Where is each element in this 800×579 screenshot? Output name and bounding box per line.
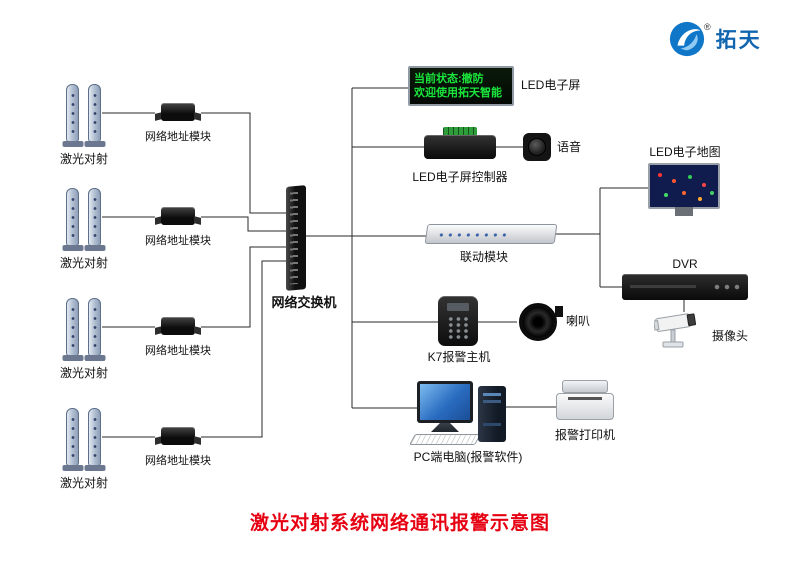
laser-label: 激光对射	[59, 152, 108, 166]
monitor-screen	[420, 384, 470, 420]
paper-slot	[568, 397, 602, 400]
led-map-label: LED电子地图	[649, 145, 721, 159]
controller-body	[424, 135, 496, 159]
network-module-icon	[155, 100, 201, 126]
led-map-device	[648, 163, 720, 209]
diagram-title: 激光对射系统网络通讯报警示意图	[249, 513, 550, 534]
laser-tower-pair-icon	[64, 298, 104, 362]
laser-label: 激光对射	[59, 476, 108, 490]
laser-tower-icon	[88, 298, 101, 356]
module-label: 网络地址模块	[145, 455, 211, 467]
network-module-icon	[155, 424, 201, 450]
laser-tower-icon	[66, 408, 79, 466]
laser-tower-icon	[88, 408, 101, 466]
printer-top	[562, 380, 608, 393]
led-controller-icon	[424, 125, 496, 163]
keyboard-icon	[409, 434, 481, 445]
module-label: 网络地址模块	[145, 345, 211, 357]
laser-tower-icon	[88, 188, 101, 246]
network-module-icon	[155, 314, 201, 340]
brand-name: 拓天	[715, 29, 762, 52]
brand-logo: ® 拓天	[668, 20, 762, 58]
laser-tower-icon	[66, 298, 79, 356]
voice-label: 语音	[557, 140, 582, 154]
laser-tower-pair-icon	[64, 188, 104, 252]
linkage-module-icon	[424, 224, 558, 244]
alarm-printer-icon	[556, 380, 614, 420]
laser-label: 激光对射	[59, 256, 108, 270]
siren-cone	[519, 303, 557, 341]
cctv-camera-icon	[653, 308, 708, 354]
module-body	[161, 317, 195, 335]
laser-tower-pair-icon	[64, 84, 104, 148]
printer-label: 报警打印机	[554, 428, 615, 442]
controller-label: LED电子屏控制器	[412, 170, 508, 184]
keypad	[447, 316, 470, 340]
module-label: 网络地址模块	[145, 235, 211, 247]
map-dots	[658, 173, 662, 177]
led-screen-line1: 当前状态:撤防	[414, 72, 484, 85]
terminal-block	[443, 127, 477, 138]
laser-tower-pair-icon	[64, 408, 104, 472]
voice-speaker-icon	[523, 133, 551, 161]
k7-label: K7报警主机	[427, 350, 491, 364]
logo-swirl-icon	[669, 21, 705, 57]
camera-graphic	[653, 313, 697, 348]
registered-mark: ®	[704, 22, 711, 32]
laser-tower-icon	[66, 188, 79, 246]
module-body	[161, 427, 195, 445]
module-body	[161, 103, 195, 121]
connection-line	[201, 112, 286, 214]
led-screen-device: 当前状态:撤防 欢迎使用拓天智能	[408, 66, 514, 106]
laser-label: 激光对射	[59, 366, 108, 380]
network-module-icon	[155, 204, 201, 230]
laser-tower-icon	[66, 84, 79, 142]
linkage-label: 联动模块	[459, 250, 508, 264]
k7-alarm-host-icon	[438, 296, 478, 346]
pc-monitor-icon	[417, 381, 473, 423]
dvr-device-icon	[622, 274, 748, 300]
led-screen-line2: 欢迎使用拓天智能	[414, 86, 502, 99]
printer-body	[556, 393, 614, 420]
led-screen-label: LED电子屏	[521, 78, 581, 92]
pc-label: PC端电脑(报警软件)	[413, 450, 523, 464]
module-label: 网络地址模块	[145, 131, 211, 143]
camera-label: 摄像头	[712, 329, 749, 343]
horn-label: 喇叭	[566, 314, 591, 328]
laser-tower-icon	[88, 84, 101, 142]
network-switch-icon	[286, 185, 306, 291]
dvr-label: DVR	[672, 257, 698, 271]
module-body	[161, 207, 195, 225]
connection-line	[201, 260, 286, 438]
connection-line	[201, 216, 286, 232]
horn-siren-icon	[517, 301, 563, 343]
pc-tower-icon	[478, 386, 506, 442]
connection-line	[201, 246, 286, 328]
switch-label: 网络交换机	[271, 295, 337, 310]
